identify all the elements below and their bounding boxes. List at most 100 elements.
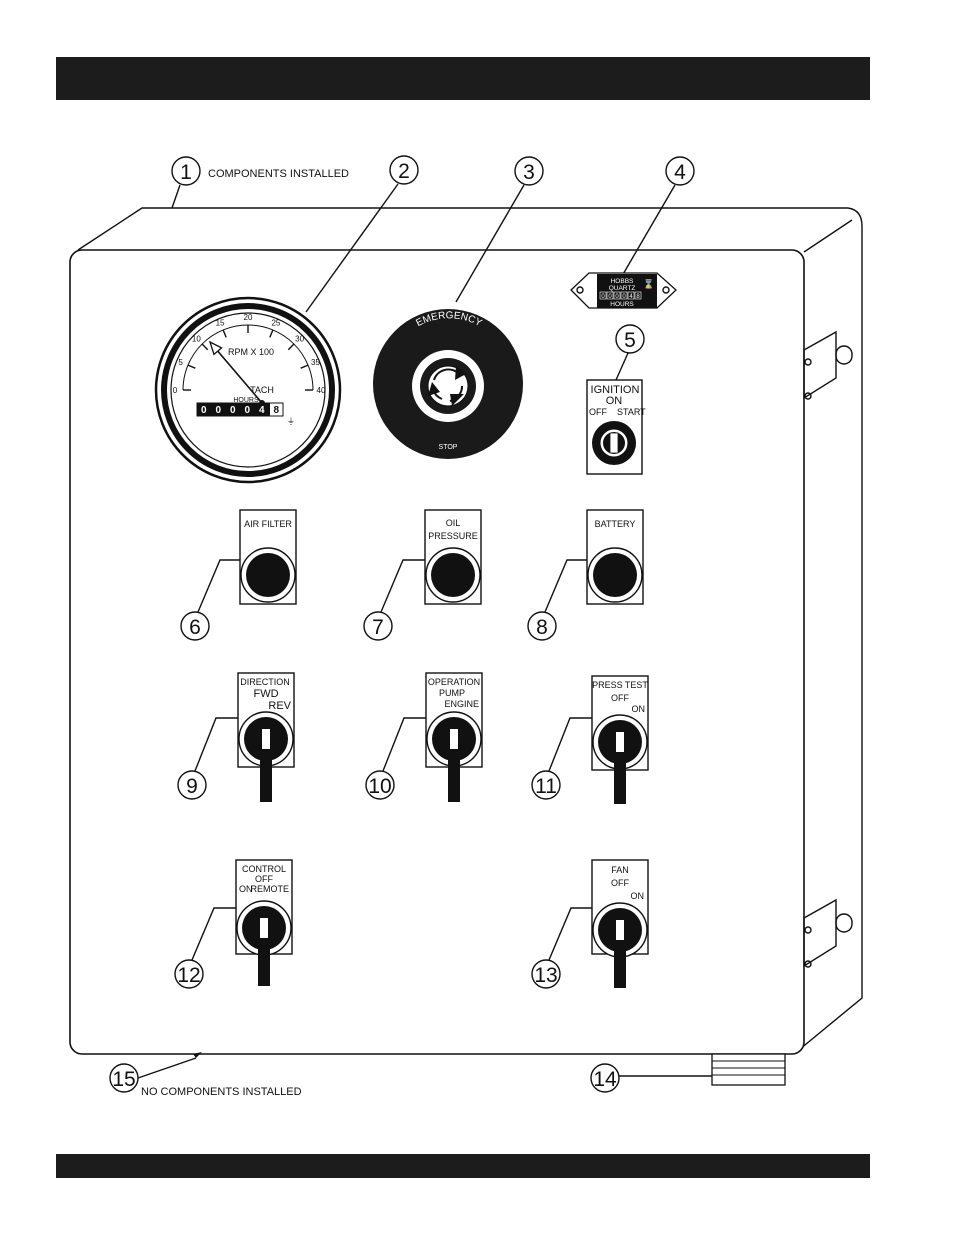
tach-tick (269, 329, 274, 338)
footer-bar (56, 1154, 870, 1178)
ignition-title: IGNITION (591, 384, 640, 396)
fan-title: FAN (611, 865, 629, 875)
hour-meter-digit: 4 (629, 294, 633, 300)
fan-on-label: ON (631, 891, 645, 901)
svg-text:15: 15 (112, 1068, 135, 1091)
tach-tick (287, 343, 295, 351)
direction-rev-label: REV (268, 700, 291, 712)
tach-tick-label: 10 (192, 334, 201, 343)
hour-meter-model: HOBBS (611, 278, 634, 285)
svg-text:2: 2 (398, 160, 410, 183)
callout-4: 4 (621, 156, 695, 277)
callout-12: 12 (174, 907, 236, 989)
control-off-label: OFF (255, 874, 273, 884)
svg-text:13: 13 (534, 964, 557, 987)
hour-meter-digit-cell (634, 291, 642, 300)
svg-text:9: 9 (186, 775, 198, 798)
svg-text:6: 6 (189, 616, 201, 639)
hour-meter-digit: 0 (608, 294, 612, 300)
operation-engine-label: ENGINE (444, 699, 479, 709)
callout-10: 10 (365, 717, 426, 800)
fan-off-label: OFF (611, 878, 629, 888)
operation-switch[interactable]: OPERATION PUMP ENGINE (425, 672, 483, 802)
hour-meter-digit-cell (620, 291, 628, 300)
tach-tick-label: 40 (317, 386, 326, 395)
key-slot-icon (609, 432, 619, 454)
callout-3: 3 (455, 156, 544, 303)
operation-pump-label: PUMP (439, 688, 465, 698)
control-title: CONTROL (242, 864, 286, 874)
tach-digit-cell (269, 402, 284, 417)
press-test-title: PRESS TEST (592, 680, 648, 690)
tach-digit-cell (211, 402, 226, 417)
oil-pressure-light: OIL PRESSURE (424, 509, 482, 605)
header-bar (56, 57, 870, 100)
tach-tick-label: 35 (311, 358, 320, 367)
hourglass-icon: ⌛ (643, 278, 654, 289)
battery-label: BATTERY (595, 519, 636, 529)
hinge-top (803, 330, 853, 400)
oil-label-1: OIL (446, 518, 461, 528)
ignition-off-label: OFF (589, 407, 607, 417)
press-test-switch[interactable]: PRESS TEST OFF ON (591, 675, 649, 804)
callout-15: 15 (109, 1052, 202, 1093)
ignition-switch[interactable]: IGNITION ON OFF START (586, 379, 646, 475)
tach-tick (187, 364, 196, 369)
hour-meter-digit: 0 (615, 294, 619, 300)
svg-text:10: 10 (368, 775, 391, 798)
callout-13: 13 (531, 907, 593, 989)
tach-tick-label: 0 (173, 386, 178, 395)
press-test-off-label: OFF (611, 693, 629, 703)
ignition-on-label: ON (606, 395, 623, 407)
twist-release-icon (428, 366, 466, 406)
components-installed-note: COMPONENTS INSTALLED (208, 168, 349, 180)
air-filter-light: AIR FILTER (239, 509, 297, 605)
battery-light: BATTERY (586, 509, 644, 605)
air-filter-label: AIR FILTER (244, 519, 292, 529)
emergency-stop-button[interactable]: EMERGENCY STOP (373, 309, 523, 459)
direction-title: DIRECTION (240, 677, 290, 687)
callout-9: 9 (177, 717, 238, 800)
tach-digit: 8 (273, 405, 279, 416)
control-switch[interactable]: CONTROL OFF ON REMOTE (235, 859, 293, 986)
cable-grip (711, 1053, 786, 1086)
direction-switch[interactable]: DIRECTION FWD REV (237, 672, 295, 802)
tach-tick-label: 15 (216, 319, 225, 328)
tach-tick-label: 25 (271, 319, 280, 328)
callout-11: 11 (531, 717, 592, 800)
tach-digit-cell (196, 402, 211, 417)
svg-text:12: 12 (177, 964, 200, 987)
direction-fwd-label: FWD (253, 688, 278, 700)
tach-name-label: TACH (250, 385, 274, 395)
hour-meter-digit-cell (613, 291, 621, 300)
press-test-on-label: ON (632, 704, 646, 714)
svg-text:1: 1 (180, 161, 192, 184)
hour-meter-digit-cell (599, 291, 607, 300)
hour-meter-label: HOURS (610, 301, 634, 308)
hour-meter-digit: 0 (622, 294, 626, 300)
tach-digit: 0 (230, 405, 236, 416)
fan-switch[interactable]: FAN OFF ON (591, 859, 649, 988)
hour-meter-type: QUARTZ (609, 285, 636, 292)
tach-digit-cell (225, 402, 240, 417)
tach-tick-label: 30 (295, 334, 304, 343)
tach-arc (182, 324, 314, 391)
tach-hours-label: HOURS (233, 397, 259, 404)
tach-tick-label: 20 (244, 313, 253, 322)
operation-title: OPERATION (428, 677, 480, 687)
control-remote-label: REMOTE (250, 884, 289, 894)
tach-digit: 0 (215, 405, 221, 416)
svg-text:8: 8 (536, 616, 548, 639)
tach-needle (209, 341, 263, 404)
tach-needle-head (208, 340, 223, 356)
tach-tick-label: 5 (178, 358, 183, 367)
svg-text:5: 5 (624, 329, 636, 352)
no-components-note: NO COMPONENTS INSTALLED (141, 1086, 302, 1098)
hour-meter-digit-cell (606, 291, 614, 300)
svg-text:7: 7 (372, 616, 384, 639)
oil-label-2: PRESSURE (428, 531, 478, 541)
